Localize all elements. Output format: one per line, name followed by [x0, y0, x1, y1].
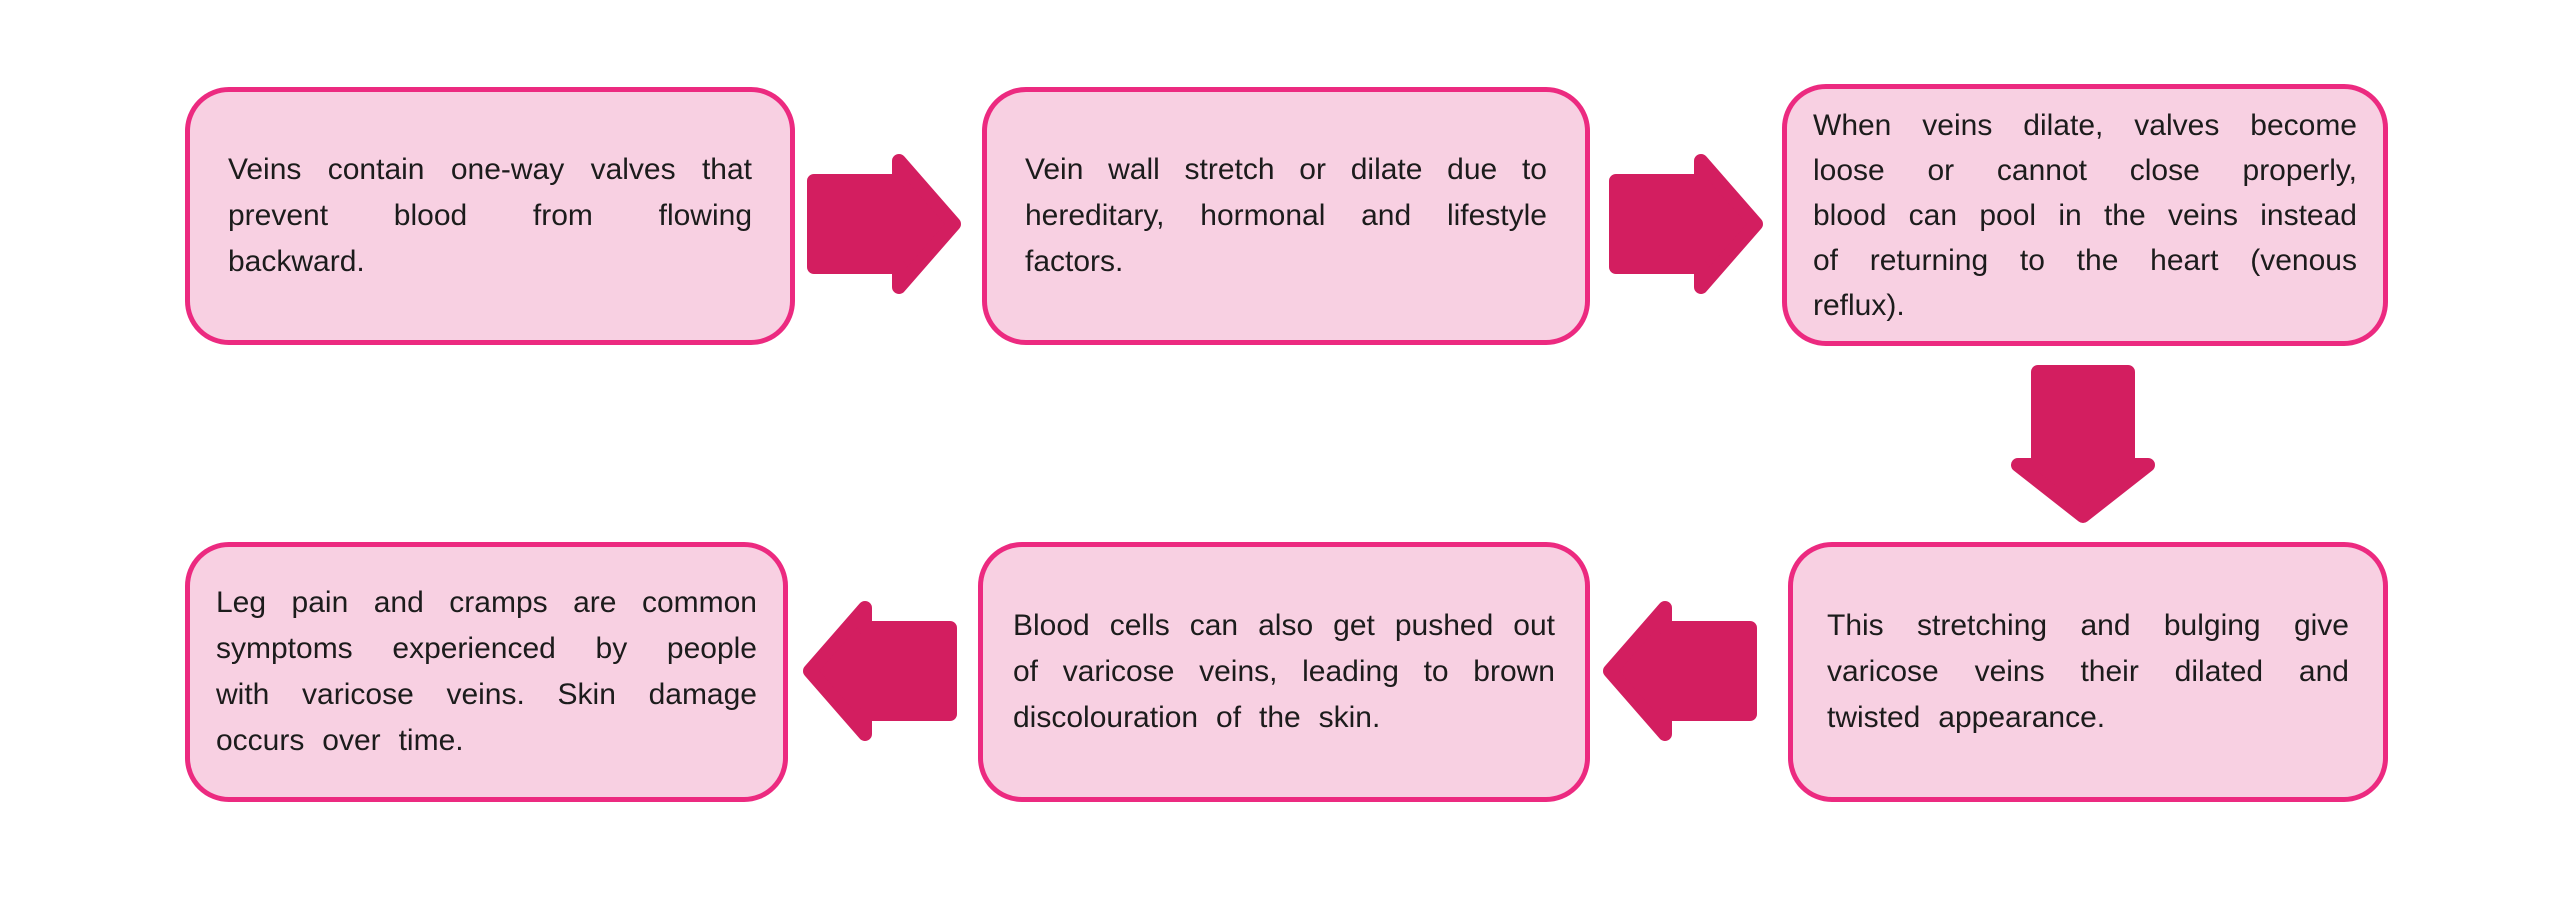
flow-step-4: This stretching and bulging give varicos…: [1788, 542, 2388, 802]
flow-step-3: When veins dilate, valves become loose o…: [1782, 84, 2388, 346]
flow-step-2-text: Vein wall stretch or dilate due to hered…: [1025, 153, 1547, 278]
flow-step-4-text: This stretching and bulging give varicos…: [1827, 609, 2349, 734]
flow-step-1: Veins contain one-way valves that preven…: [185, 87, 795, 345]
arrow-right-icon: [1609, 154, 1763, 294]
arrow-left-icon: [1603, 601, 1757, 741]
flow-step-5-text: Blood cells can also get pushed out of v…: [1013, 609, 1555, 734]
flow-step-6: Leg pain and cramps are common symptoms …: [185, 542, 788, 802]
flow-step-1-text: Veins contain one-way valves that preven…: [228, 153, 752, 278]
arrow-down-icon: [2011, 365, 2155, 523]
arrow-left-icon: [803, 601, 957, 741]
flow-step-2: Vein wall stretch or dilate due to hered…: [982, 87, 1590, 345]
arrow-right-icon: [807, 154, 961, 294]
flow-step-6-text: Leg pain and cramps are common symptoms …: [216, 586, 757, 757]
flow-step-3-text: When veins dilate, valves become loose o…: [1813, 108, 2357, 322]
flow-step-5: Blood cells can also get pushed out of v…: [978, 542, 1590, 802]
